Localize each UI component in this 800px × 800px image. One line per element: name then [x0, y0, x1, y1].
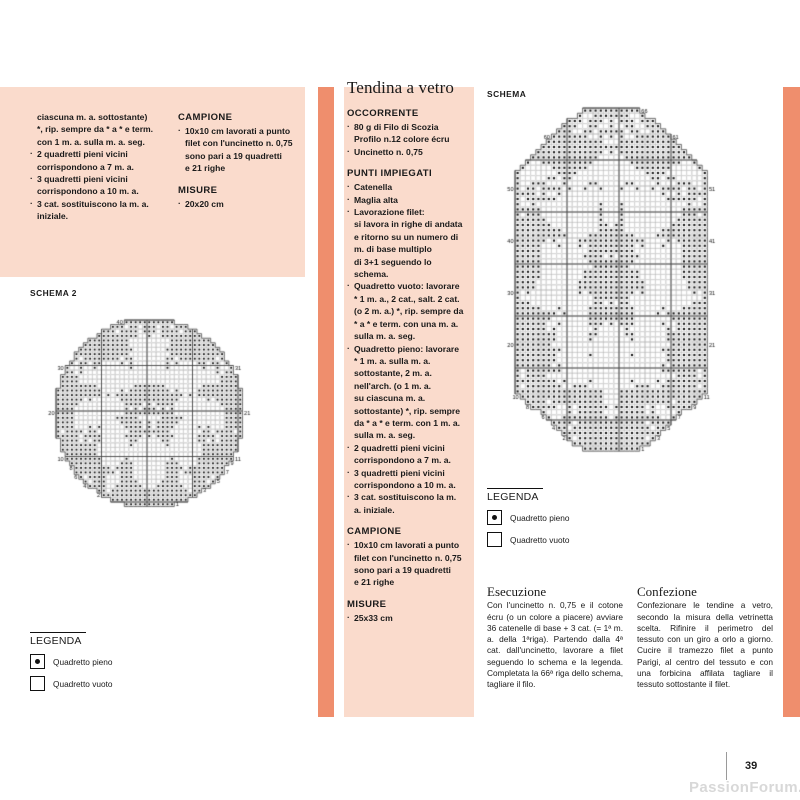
list-item: sottostante) *, rip. sempre: [354, 405, 461, 416]
list-item: 20x20 cm: [178, 198, 298, 210]
list-item: filet con l'uncinetto n. 0,75: [185, 138, 293, 149]
section-heading: PUNTI IMPIEGATI: [347, 168, 432, 180]
list-item: 3 quadretti pieni vicini: [30, 173, 155, 185]
schema-chart: [487, 100, 777, 490]
list-item: e ritorno su un numero di: [354, 231, 459, 242]
section-heading: OCCORRENTE: [347, 108, 419, 119]
list-item: nell'arch. (o 1 m. a.: [354, 380, 432, 391]
campione-list: 10x10 cm lavorati a punto filet con l'un…: [178, 125, 298, 175]
list-item: 2 quadretti pieni vicini: [347, 442, 469, 454]
list-item: con 1 m. a. sulla m. a. seg.: [37, 136, 145, 147]
empty-square-icon: [487, 532, 502, 547]
list-item: Quadretto pieno: lavorare: [347, 342, 469, 355]
list-item: sottostante, 2 m. a.: [354, 368, 432, 379]
left-legend: LEGENDA Quadretto pieno Quadretto vuoto: [30, 632, 113, 698]
middle-panel-text: Tendina a vetro OCCORRENTE 80 g di Filo …: [347, 78, 469, 634]
list-item: sulla m. a. seg.: [354, 331, 416, 342]
middle-panel-stripe: [318, 87, 334, 717]
legend-label: Quadretto pieno: [53, 656, 113, 667]
list-item: sono pari a 19 quadretti: [185, 150, 282, 161]
legend-label: Quadretto vuoto: [53, 678, 113, 689]
legend-row-empty: Quadretto vuoto: [487, 532, 570, 547]
list-item: (o 2 m. a.) *, rip. sempre da: [354, 306, 464, 317]
occorrente-list: 80 g di Filo di Scozia Profilo n.12 colo…: [347, 121, 469, 158]
list-item: Quadretto vuoto: lavorare: [347, 280, 469, 292]
legend-row-filled: Quadretto pieno: [487, 510, 570, 525]
list-item: corrispondono a 10 m. a.: [37, 186, 139, 197]
list-item: corrispondono a 7 m. a.: [37, 161, 134, 172]
list-item: Lavorazione filet:: [347, 206, 469, 218]
legend-label: Quadretto pieno: [510, 512, 570, 523]
legend-rule: [487, 488, 543, 489]
list-item: corrispondono a 10 m. a.: [354, 479, 456, 490]
section-heading: CAMPIONE: [178, 112, 233, 123]
filled-square-icon: [487, 510, 502, 525]
misure-list: 20x20 cm: [178, 198, 298, 210]
list-item: Maglia alta: [347, 194, 469, 206]
misure-list: 25x33 cm: [347, 612, 469, 624]
list-item: a. iniziale.: [354, 504, 395, 515]
list-item: schema.: [354, 269, 389, 280]
section-heading: MISURE: [347, 598, 387, 610]
list-item: * a * e term. con una m. a.: [354, 318, 459, 329]
list-item: sono pari a 19 quadretti: [354, 565, 451, 575]
list-item: 3 cat. sostituiscono la m.: [347, 491, 469, 503]
list-item: 10x10 cm lavorati a punto: [178, 125, 298, 137]
list-item: * 1 m. a., 2 cat., salt. 2 cat.: [354, 293, 460, 304]
list-item: 3 quadretti pieni vicini: [347, 467, 469, 479]
legend-row-filled: Quadretto pieno: [30, 654, 113, 669]
confezione-title: Confezione: [637, 584, 697, 599]
list-item: m. di base multiplo: [354, 244, 432, 255]
list-item: sulla m. a. seg.: [354, 430, 416, 441]
punti-list: Catenella Maglia alta Lavorazione filet:…: [347, 181, 469, 516]
schema-2-chart: [30, 312, 290, 572]
article-title: Tendina a vetro: [347, 78, 454, 97]
campione-list: 10x10 cm lavorati a punto filet con l'un…: [347, 539, 469, 589]
list-item: 80 g di Filo di Scozia: [347, 121, 469, 133]
list-item: e 21 righe: [185, 163, 226, 174]
left-panel-campione: CAMPIONE 10x10 cm lavorati a punto filet…: [178, 112, 298, 220]
empty-square-icon: [30, 676, 45, 691]
list-item: iniziale.: [37, 211, 69, 222]
list-item: *, rip. sempre da * a * e term.: [37, 124, 154, 135]
list-item: 25x33 cm: [347, 612, 469, 624]
list-item: e 21 righe: [354, 577, 395, 588]
list-item: * 1 m. a. sulla m. a.: [354, 355, 431, 366]
right-schema-label: SCHEMA: [487, 89, 527, 99]
list-item: da * a * e term. con 1 m. a.: [354, 417, 461, 428]
confezione-text: Confezionare le tendine a vetro, secondo…: [637, 600, 773, 690]
list-item: si lavora in righe di andata: [354, 219, 463, 230]
list-item: Uncinetto n. 0,75: [347, 146, 469, 158]
filled-square-icon: [30, 654, 45, 669]
watermark: PassionForum.ru: [689, 779, 800, 796]
list-item: Catenella: [347, 181, 469, 193]
legend-rule: [30, 632, 86, 633]
legend-title: LEGENDA: [30, 635, 82, 647]
list-item: su ciascuna m. a.: [354, 393, 426, 404]
left-schema-label: SCHEMA 2: [30, 288, 77, 298]
list-item: Profilo n.12 colore écru: [354, 134, 450, 145]
list-item: filet con l'uncinetto n. 0,75: [354, 552, 462, 563]
right-edge-stripe: [783, 87, 800, 717]
footer-divider: [726, 752, 727, 780]
esecuzione-text: Con l'uncinetto n. 0,75 e il cotone écru…: [487, 600, 623, 690]
legend-row-empty: Quadretto vuoto: [30, 676, 113, 691]
esecuzione-title: Esecuzione: [487, 584, 547, 599]
section-heading: MISURE: [178, 184, 218, 196]
legend-title: LEGENDA: [487, 491, 539, 503]
confezione-block: Confezione Confezionare le tendine a vet…: [637, 584, 773, 691]
list-item: corrispondono a 7 m. a.: [354, 455, 451, 466]
left-panel-text: ciascuna m. a. sottostante) *, rip. semp…: [30, 112, 155, 233]
list-item: ciascuna m. a. sottostante): [37, 112, 148, 122]
left-continued-list: ciascuna m. a. sottostante) *, rip. semp…: [30, 112, 155, 223]
right-legend: LEGENDA Quadretto pieno Quadretto vuoto: [487, 488, 570, 554]
page-number: 39: [745, 760, 758, 772]
esecuzione-block: Esecuzione Con l'uncinetto n. 0,75 e il …: [487, 584, 623, 691]
list-item: 10x10 cm lavorati a punto: [347, 539, 469, 551]
section-heading: CAMPIONE: [347, 526, 402, 538]
list-item: 2 quadretti pieni vicini: [30, 148, 155, 160]
list-item: di 3+1 seguendo lo: [354, 256, 432, 267]
legend-label: Quadretto vuoto: [510, 534, 570, 545]
list-item: 3 cat. sostituiscono la m. a.: [30, 198, 155, 210]
